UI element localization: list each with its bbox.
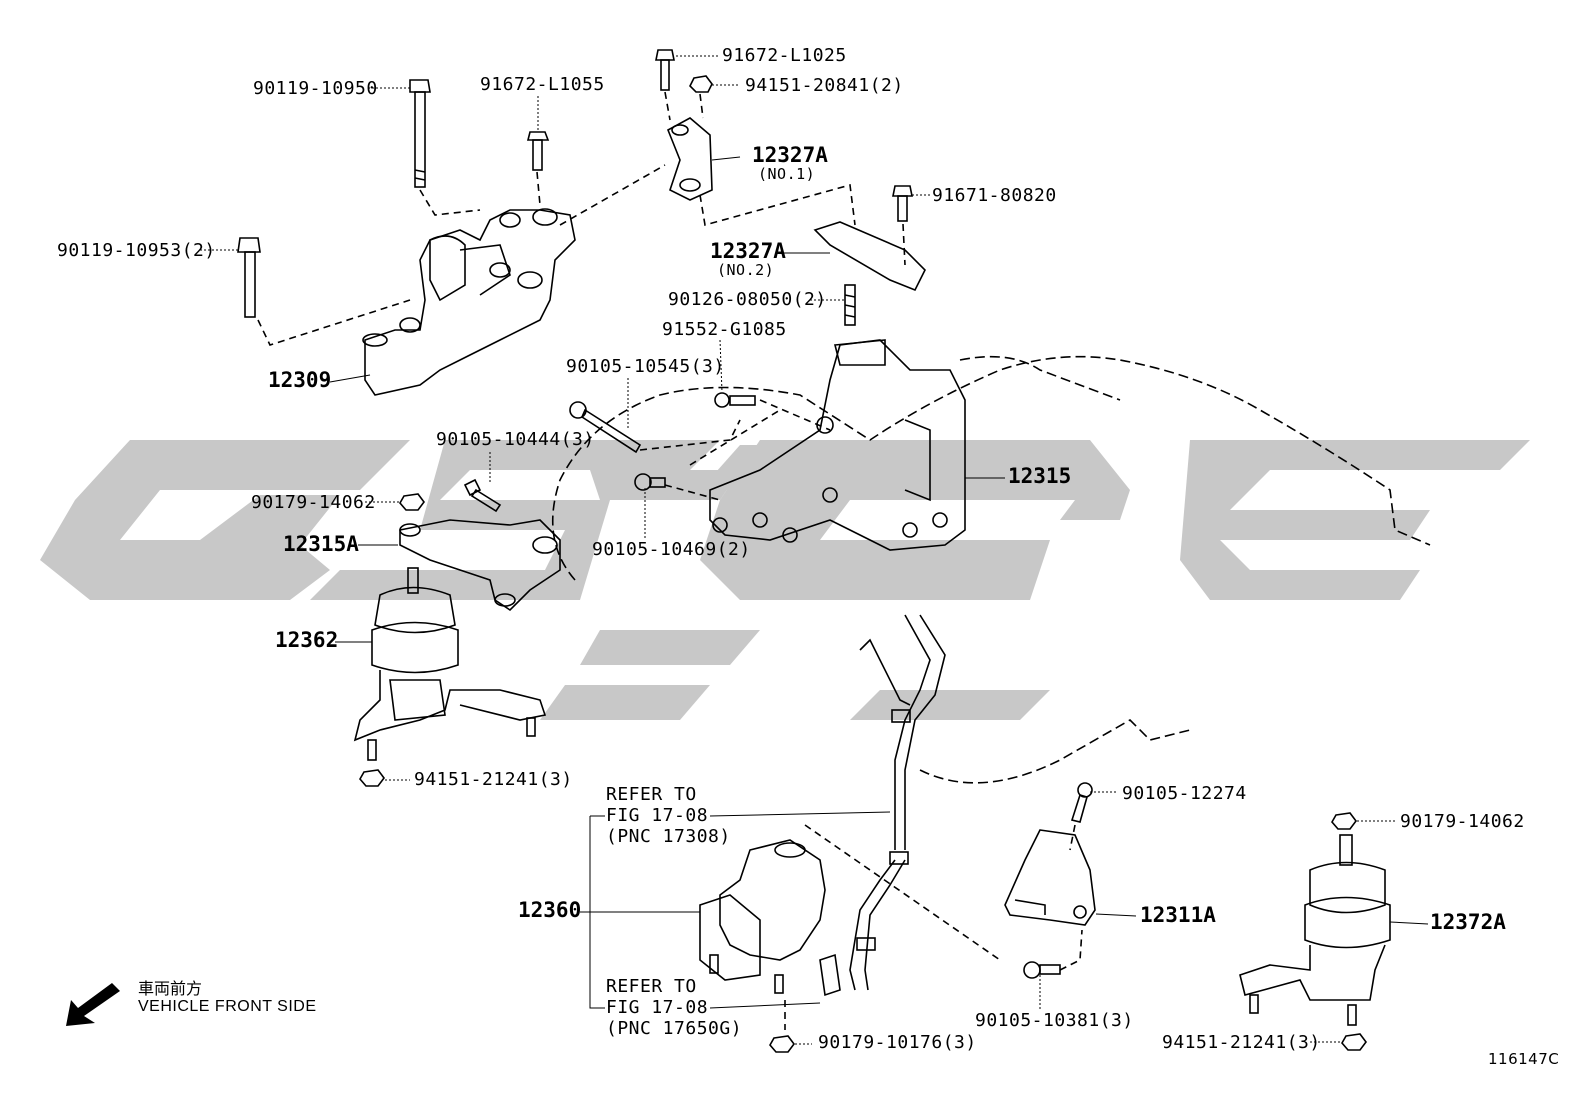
nut-90179-14062 <box>399 493 425 511</box>
engine-outline-dashed <box>551 355 1431 581</box>
vehicle-front-label-jp: 車両前方 <box>138 979 203 998</box>
label-90179-10176: 90179-10176(3) <box>818 1032 977 1053</box>
part-12327A-no2 <box>813 221 926 292</box>
label-12327A-no1-sub: (NO.1) <box>758 165 816 183</box>
label-12372A: 12372A <box>1430 910 1506 934</box>
label-90179-14062-b: 90179-14062 <box>1400 811 1525 832</box>
nut-94151-21241-b <box>1341 1033 1367 1051</box>
label-90105-10545: 90105-10545(3) <box>566 356 725 377</box>
label-90179-14062: 90179-14062 <box>251 492 376 513</box>
part-12327A-no1 <box>666 117 713 201</box>
label-94151-21241: 94151-21241(3) <box>414 769 573 790</box>
refer-note-2-line1: REFER TO <box>606 976 697 997</box>
label-90126-08050: 90126-08050(2) <box>668 289 827 310</box>
label-91552-G1085: 91552-G1085 <box>662 319 787 340</box>
bolt-90119-10953 <box>237 237 261 318</box>
label-90119-10953: 90119-10953(2) <box>57 240 216 261</box>
label-90105-10444: 90105-10444(3) <box>436 429 595 450</box>
bolt-90105-10381 <box>1023 961 1061 979</box>
label-12327A-no2: 12327A <box>710 239 786 263</box>
label-12360: 12360 <box>518 898 582 922</box>
label-12315: 12315 <box>1008 464 1072 488</box>
bolt-90105-12274 <box>1070 782 1093 823</box>
bolt-90105-10545 <box>569 401 642 454</box>
vehicle-front-arrow-icon <box>66 983 120 1026</box>
watermark-logo <box>40 440 1530 720</box>
label-91671-80820: 91671-80820 <box>932 185 1057 206</box>
label-12311A: 12311A <box>1140 903 1216 927</box>
label-90105-12274: 90105-12274 <box>1122 783 1247 804</box>
nut-90179-14062-b <box>1331 812 1357 830</box>
bolt-90105-10444 <box>463 478 502 513</box>
refer-note-2-line2: FIG 17-08 <box>606 997 709 1018</box>
refer-note-1-line1: REFER TO <box>606 784 697 805</box>
vehicle-front-label-en: VEHICLE FRONT SIDE <box>138 998 317 1015</box>
label-90105-10381: 90105-10381(3) <box>975 1010 1134 1031</box>
bolt-91552-G1085 <box>714 392 756 408</box>
refer-note-1-line2: FIG 17-08 <box>606 805 709 826</box>
nut-94151-20841 <box>689 75 713 93</box>
label-12362: 12362 <box>275 628 339 652</box>
bolt-91672-L1025 <box>655 49 675 91</box>
label-91672-L1025: 91672-L1025 <box>722 45 847 66</box>
refer-note-2-line3: (PNC 17650G) <box>606 1018 743 1039</box>
part-12315-bracket <box>709 339 966 551</box>
vacuum-hose <box>849 614 946 991</box>
bolt-91671-80820 <box>892 185 913 222</box>
part-12372A-mount <box>1239 834 1391 1026</box>
figure-id: 116147C <box>1488 1050 1560 1068</box>
label-12315A: 12315A <box>283 532 359 556</box>
label-90119-10950: 90119-10950 <box>253 78 378 99</box>
bolt-91672-L1055 <box>526 131 550 171</box>
part-12311A-bracket <box>1004 829 1096 926</box>
label-94151-21241-b: 94151-21241(3) <box>1162 1032 1321 1053</box>
bolt-90119-10950 <box>409 79 431 188</box>
part-12362-mount <box>353 567 547 761</box>
nut-90179-10176 <box>769 1035 795 1053</box>
refer-note-1-line3: (PNC 17308) <box>606 826 731 847</box>
label-90105-10469: 90105-10469(2) <box>592 539 751 560</box>
part-12360-active-mount <box>699 839 841 997</box>
label-12327A-no1: 12327A <box>752 143 828 167</box>
label-91672-L1055: 91672-L1055 <box>480 74 605 95</box>
stud-90126-08050 <box>844 284 856 326</box>
part-12309-mount <box>362 208 576 396</box>
label-12309: 12309 <box>268 368 332 392</box>
part-12315A-bracket <box>399 519 561 612</box>
bolt-90105-10469 <box>634 473 666 491</box>
label-12327A-no2-sub: (NO.2) <box>717 261 775 279</box>
nut-94151-21241 <box>359 769 385 787</box>
label-94151-20841: 94151-20841(2) <box>745 75 904 96</box>
